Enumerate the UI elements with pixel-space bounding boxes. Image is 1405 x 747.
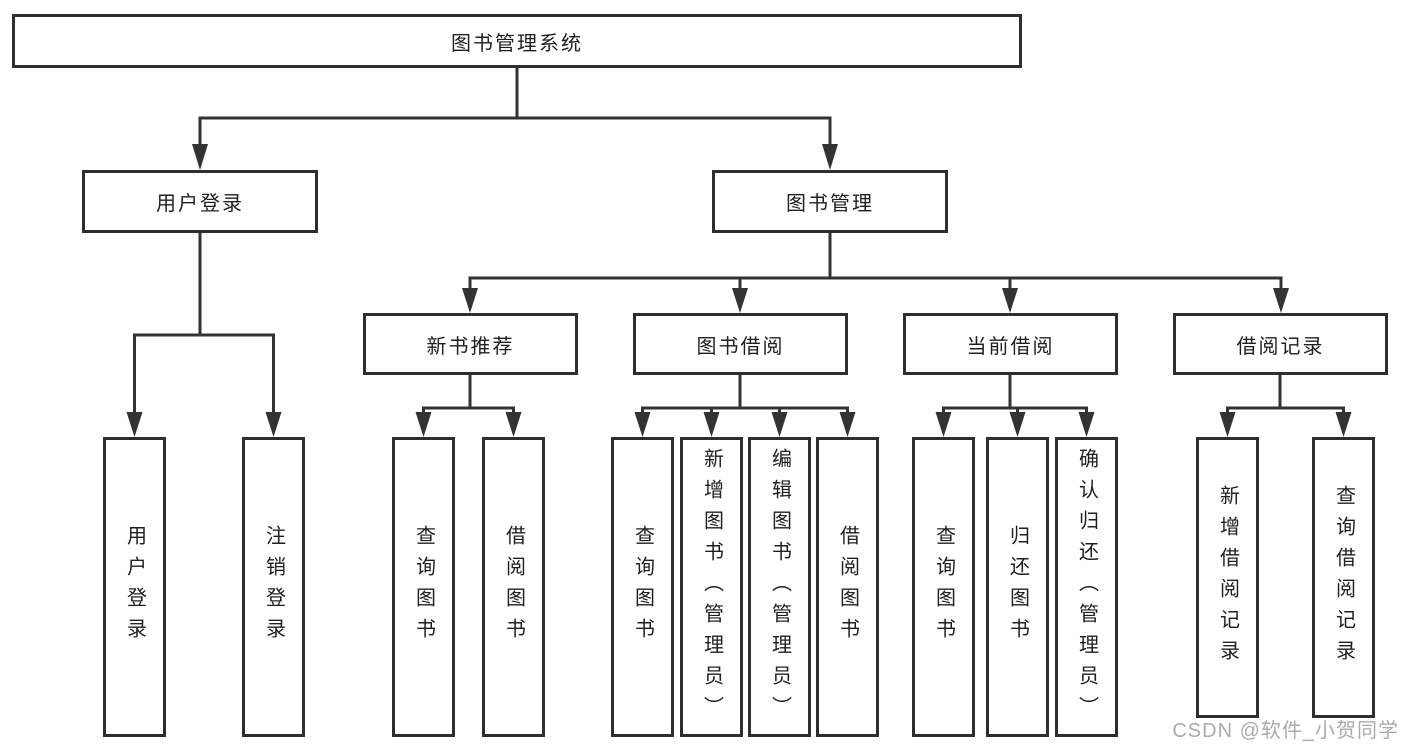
leaf-borrow-books-borrowing: 借阅图书 [816, 437, 879, 737]
node-root-label: 图书管理系统 [451, 32, 583, 55]
node-book-management-label: 图书管理 [786, 193, 874, 215]
node-root-system: 图书管理系统 [12, 14, 1022, 68]
leaf-edit-books-admin-label: 编辑图书（管理员） [768, 447, 791, 727]
leaf-query-borrow-record: 查询借阅记录 [1312, 437, 1375, 718]
leaf-add-books-admin-label: 新增图书（管理员） [700, 447, 723, 727]
leaf-add-borrow-record-label: 新增借阅记录 [1216, 484, 1239, 671]
leaf-add-borrow-record: 新增借阅记录 [1196, 437, 1259, 718]
node-current-borrowing: 当前借阅 [903, 313, 1118, 375]
leaf-query-books-borrowing-label: 查询图书 [631, 525, 654, 649]
node-book-borrowing-label: 图书借阅 [696, 335, 785, 358]
leaf-query-borrow-record-label: 查询借阅记录 [1332, 484, 1355, 671]
node-user-login-label: 用户登录 [156, 193, 244, 215]
leaf-borrow-books-recommend: 借阅图书 [482, 437, 545, 737]
leaf-logout-label: 注销登录 [262, 525, 285, 649]
leaf-query-books-recommend: 查询图书 [392, 437, 455, 737]
node-borrowing-records: 借阅记录 [1173, 313, 1388, 375]
node-new-book-recommend-label: 新书推荐 [426, 335, 515, 358]
leaf-confirm-return-admin-label: 确认归还（管理员） [1075, 447, 1098, 727]
node-book-management: 图书管理 [712, 170, 948, 233]
leaf-borrow-books-recommend-label: 借阅图书 [502, 525, 525, 649]
connector-lines [133, 66, 1345, 414]
leaf-add-books-admin: 新增图书（管理员） [680, 437, 743, 737]
node-current-borrowing-label: 当前借阅 [966, 335, 1055, 358]
leaf-query-books-recommend-label: 查询图书 [412, 525, 435, 649]
leaf-edit-books-admin: 编辑图书（管理员） [748, 437, 811, 737]
node-borrowing-records-label: 借阅记录 [1236, 335, 1325, 358]
leaf-confirm-return-admin: 确认归还（管理员） [1055, 437, 1118, 737]
leaf-return-books: 归还图书 [986, 437, 1049, 737]
leaf-borrow-books-borrowing-label: 借阅图书 [836, 525, 859, 649]
leaf-user-login: 用户登录 [103, 437, 166, 737]
csdn-watermark: CSDN @软件_小贺同学 [1172, 720, 1399, 742]
arrowheads [126, 144, 1352, 437]
leaf-user-login-label: 用户登录 [123, 525, 146, 649]
node-user-login: 用户登录 [82, 170, 318, 233]
node-book-borrowing: 图书借阅 [633, 313, 848, 375]
leaf-logout: 注销登录 [242, 437, 305, 737]
leaf-query-books-current: 查询图书 [912, 437, 975, 737]
node-new-book-recommend: 新书推荐 [363, 313, 578, 375]
leaf-query-books-current-label: 查询图书 [932, 525, 955, 649]
leaf-return-books-label: 归还图书 [1006, 525, 1029, 649]
leaf-query-books-borrowing: 查询图书 [611, 437, 674, 737]
